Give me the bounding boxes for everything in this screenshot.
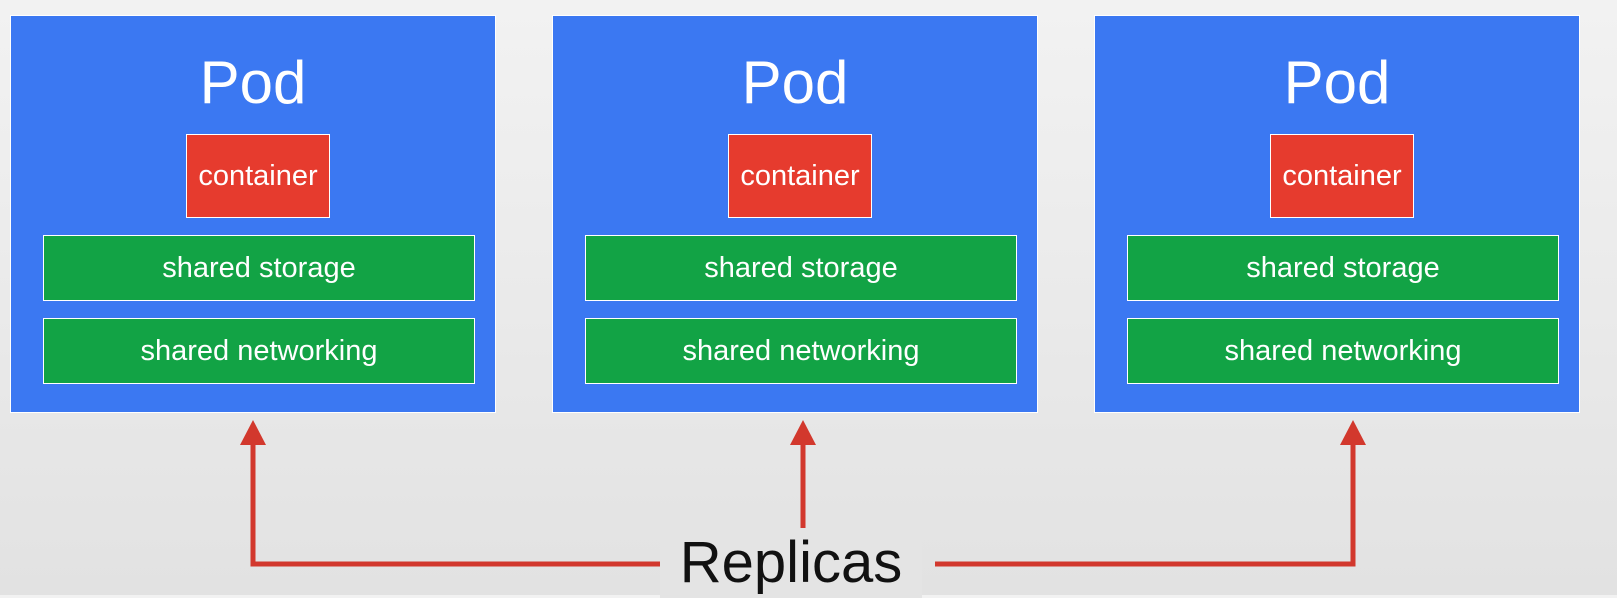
container-box: container xyxy=(1270,134,1414,218)
arrow-head-left-icon xyxy=(240,420,266,445)
pod-title: Pod xyxy=(199,49,307,116)
arrow-head-middle-icon xyxy=(790,420,816,445)
container-box: container xyxy=(728,134,872,218)
arrow-head-right-icon xyxy=(1340,420,1366,445)
shared-networking-layer: shared networking xyxy=(1127,318,1559,384)
replicas-label: Replicas xyxy=(660,528,922,598)
shared-storage-layer: shared storage xyxy=(1127,235,1559,301)
pod-1: Pod container shared storage shared netw… xyxy=(10,15,496,413)
pod-title: Pod xyxy=(1283,49,1391,116)
shared-storage-layer: shared storage xyxy=(585,235,1017,301)
pod-title: Pod xyxy=(741,49,849,116)
pod-2: Pod container shared storage shared netw… xyxy=(552,15,1038,413)
shared-networking-layer: shared networking xyxy=(585,318,1017,384)
shared-storage-layer: shared storage xyxy=(43,235,475,301)
arrow-line-right xyxy=(935,440,1356,567)
pod-3: Pod container shared storage shared netw… xyxy=(1094,15,1580,413)
arrow-line-left xyxy=(250,440,675,567)
container-box: container xyxy=(186,134,330,218)
shared-networking-layer: shared networking xyxy=(43,318,475,384)
